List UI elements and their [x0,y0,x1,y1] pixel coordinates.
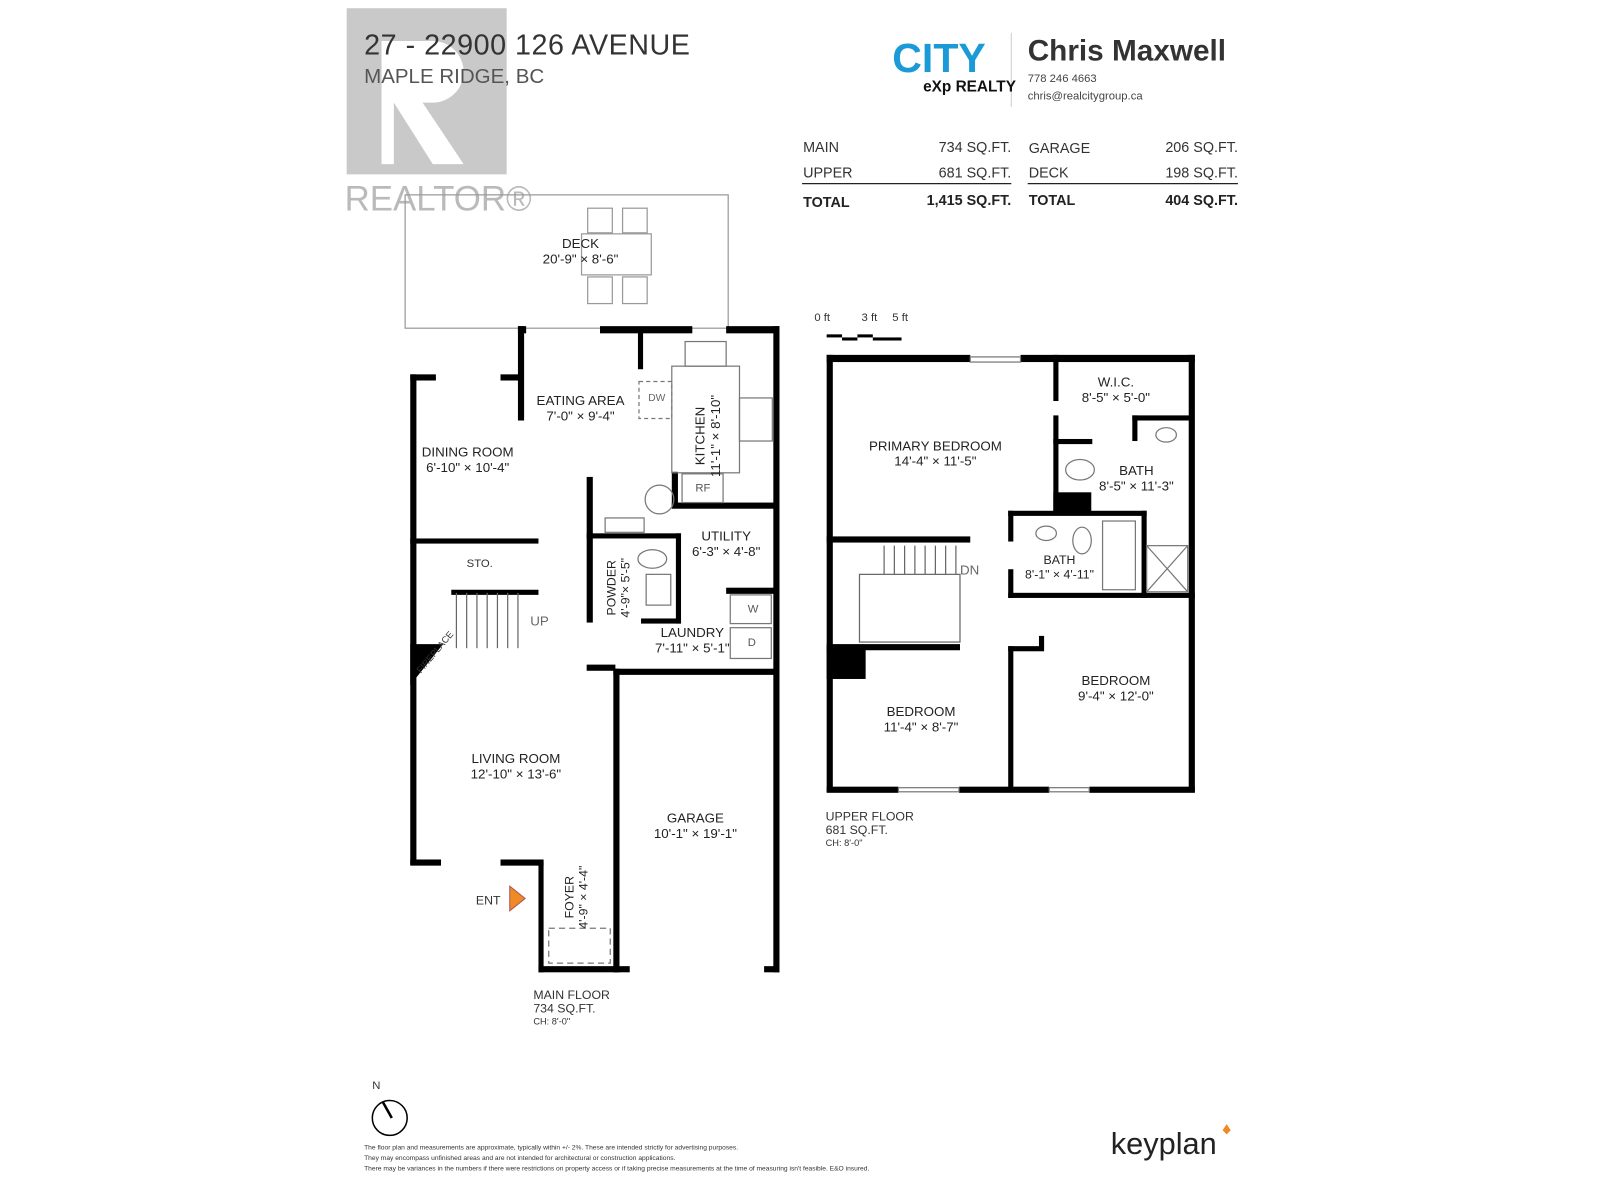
disclaimer-line: They may encompass unfinished areas and … [364,1154,676,1163]
area-value-total: 1,415 SQ.FT. [926,191,1012,209]
area-label-total: TOTAL [803,193,850,211]
deck-outline [404,194,729,329]
area-value-upper: 681 SQ.FT. [938,164,1012,181]
address-line1: 27 - 22900 126 AVENUE [364,28,691,61]
label-refrigerator: RF [695,482,711,495]
upper-floor-walls [826,354,1195,793]
label-stairs-up: UP [530,613,549,629]
address-line2: MAPLE RIDGE, BC [364,65,545,89]
disclaimer-line: The floor plan and measurements are appr… [364,1144,739,1152]
scale-tick: 5 ft [892,311,908,325]
label-entry: ENT [475,893,501,908]
area-label-main: MAIN [803,138,839,155]
label-dishwasher: DW [648,392,666,405]
area-value-deck: 198 SQ.FT. [1165,164,1238,181]
label-dryer: D [747,636,756,650]
area-value-main: 734 SQ.FT. [938,138,1012,155]
upper-floor-fixtures [858,356,1189,793]
label-storage: STO. [466,557,493,571]
keyplan-fox-icon [1222,1124,1231,1135]
disclaimer-line: There may be variances in the numbers if… [364,1165,870,1173]
entry-arrow-icon [509,885,526,912]
main-floor-fixtures [455,340,773,964]
area-label-upper: UPPER [803,164,853,181]
realtor-watermark-logo: REALTOR® [345,8,532,218]
svg-text:CITY: CITY [892,35,985,81]
area-label-garage: GARAGE [1028,139,1091,156]
city-real-group-logo: CITY [892,35,985,81]
area-label-deck: DECK [1028,164,1069,181]
compass-north-label: N [372,1079,381,1093]
area-value-other-total: 404 SQ.FT. [1165,191,1238,209]
scale-tick: 0 ft [814,311,831,325]
label-washer: W [747,603,759,616]
svg-text:REALTOR®: REALTOR® [345,179,532,218]
north-compass-icon [371,1099,408,1137]
label-stairs-down: DN [959,562,980,578]
area-label-other-total: TOTAL [1028,191,1076,209]
room-walk-in-closet: W.I.C.8'-5" × 5'-0" [1081,374,1151,406]
agent-phone[interactable]: 778 246 4663 [1027,72,1097,86]
scale-tick: 3 ft [861,311,878,325]
scale-bar [826,334,902,341]
keyplan-logo: keyplan [1111,1126,1217,1161]
agent-name: Chris Maxwell [1027,34,1227,68]
agent-email[interactable]: chris@realcitygroup.ca [1027,90,1143,103]
exp-realty-logo: eXp REALTY [923,77,1016,96]
area-value-garage: 206 SQ.FT. [1165,138,1238,155]
